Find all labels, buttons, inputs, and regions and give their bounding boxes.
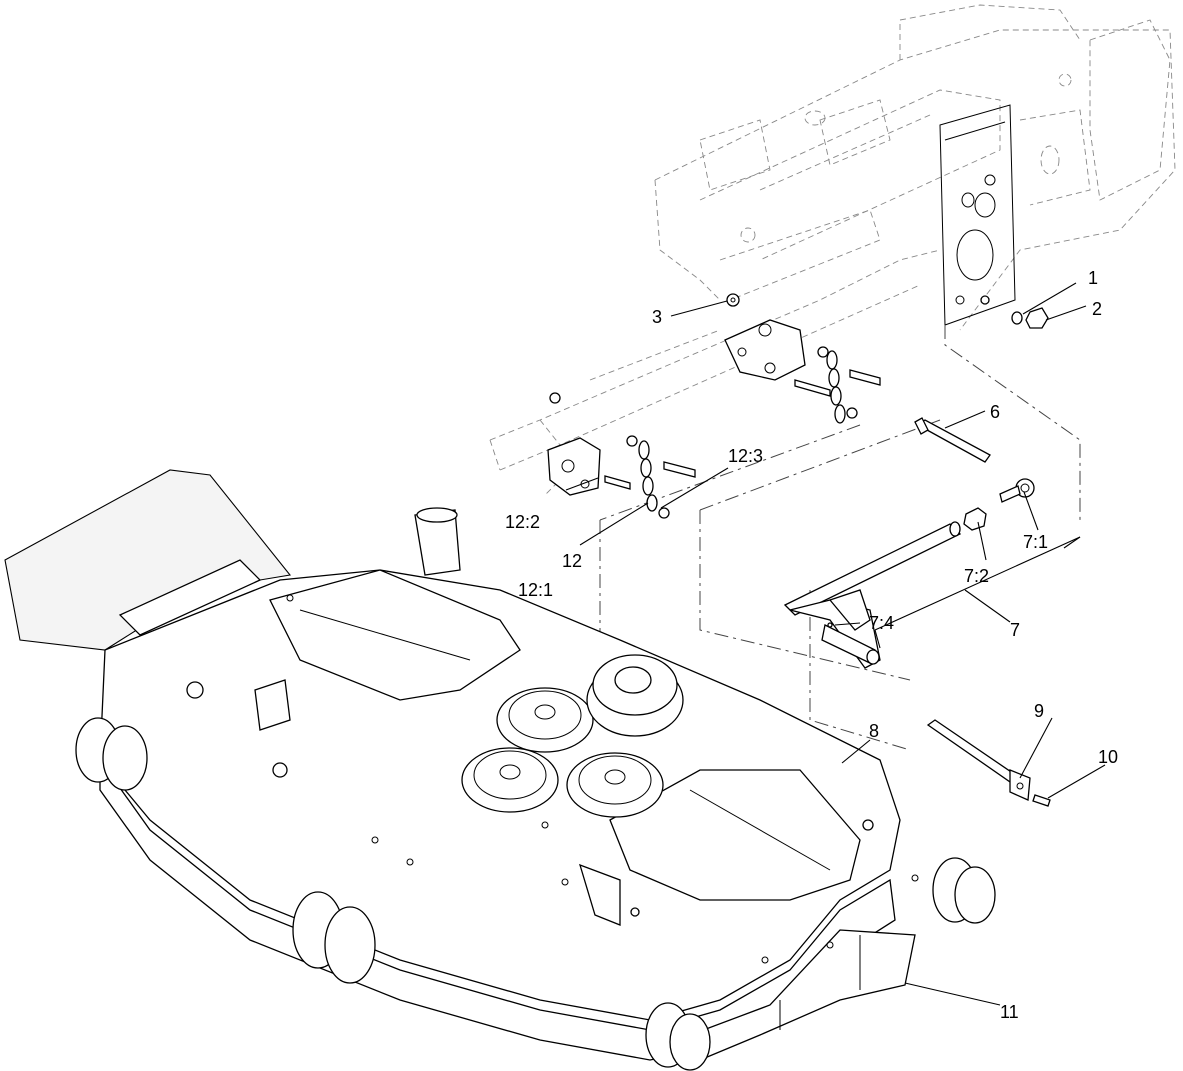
- rod-end-7-1: [999, 478, 1035, 503]
- pulley-left: [461, 747, 559, 813]
- bolt-6: [914, 417, 991, 463]
- callout-7-4: 7:4: [869, 613, 894, 633]
- mower-deck-11: [4, 469, 996, 1071]
- pulley-drive: [586, 654, 684, 737]
- stud: [980, 295, 990, 305]
- hanger-bracket-front: [547, 437, 601, 496]
- callout-12-2: 12:2: [505, 512, 540, 532]
- washer-3: [726, 293, 740, 307]
- chain-front: [638, 440, 658, 512]
- callout-11: 11: [1000, 1002, 1019, 1022]
- bolt-front-lower: [604, 475, 670, 519]
- callout-12: 12: [562, 551, 582, 571]
- callout-9: 9: [1034, 701, 1044, 721]
- nut-7-2: [963, 507, 987, 531]
- bolt-rear-upper: [817, 346, 881, 386]
- lift-arm-7: [783, 521, 962, 669]
- callout-12-1: 12:1: [518, 580, 553, 600]
- callout-labels: 1 2 3 6 7 7:1 7:2 7:4 8 9 10 11 12 12:1 …: [505, 268, 1118, 1022]
- bolt-rear-lower: [794, 379, 858, 419]
- nut-2: [1025, 307, 1049, 329]
- callout-8: 8: [869, 721, 879, 741]
- callout-10: 10: [1098, 747, 1118, 767]
- pin-9: [926, 719, 1031, 801]
- pulley-center-right: [566, 752, 664, 818]
- caster-front-right: [932, 857, 996, 924]
- caster-front-left: [292, 891, 376, 984]
- callout-7-1: 7:1: [1023, 532, 1048, 552]
- callout-2: 2: [1092, 299, 1102, 319]
- callout-3: 3: [652, 307, 662, 327]
- callout-7-2: 7:2: [964, 566, 989, 586]
- leader-lines: [565, 282, 1106, 1006]
- screw-10: [1032, 794, 1051, 807]
- bolt-front-upper: [626, 435, 696, 478]
- callout-1: 1: [1088, 268, 1098, 288]
- callout-12-3: 12:3: [728, 446, 763, 466]
- callout-7: 7: [1010, 620, 1020, 640]
- nut-frame: [549, 392, 561, 404]
- chain-rear: [826, 350, 846, 424]
- washer-1: [1011, 311, 1023, 325]
- callout-6: 6: [990, 402, 1000, 422]
- caster-front-center: [645, 1002, 711, 1071]
- caster-rear-left: [75, 717, 148, 791]
- hanger-bracket-rear: [724, 319, 806, 381]
- pulley-center-left: [496, 687, 594, 753]
